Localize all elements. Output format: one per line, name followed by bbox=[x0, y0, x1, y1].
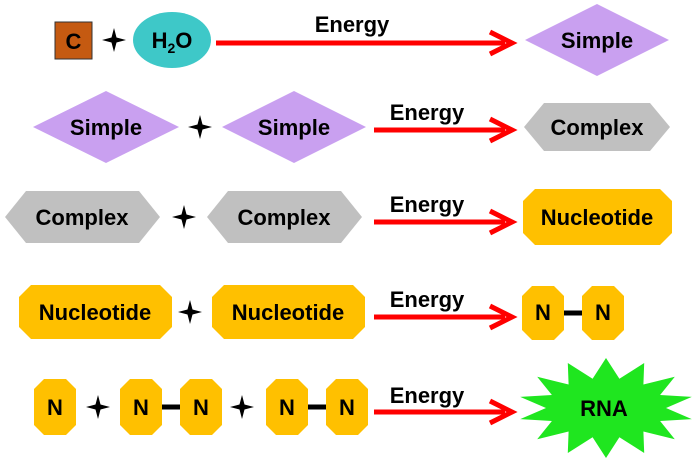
n-octagon bbox=[120, 379, 162, 435]
complex-hexagon bbox=[207, 191, 362, 243]
arrow-head bbox=[488, 398, 518, 426]
energy-label: Energy bbox=[390, 192, 465, 217]
simple-diamond bbox=[33, 91, 179, 163]
n-label: N bbox=[193, 395, 209, 420]
nucleotide-octagon bbox=[523, 189, 672, 245]
row-5: N N N N N Energy RNA bbox=[34, 358, 692, 458]
n-label: N bbox=[595, 300, 611, 325]
row-4: Nucleotide Nucleotide Energy N N bbox=[19, 285, 624, 340]
carbon-box bbox=[54, 21, 93, 60]
plus-icon bbox=[178, 300, 202, 324]
nucleotide-octagon bbox=[212, 285, 365, 339]
n-label: N bbox=[133, 395, 149, 420]
n-octagon bbox=[266, 379, 308, 435]
complex-label: Complex bbox=[36, 205, 130, 230]
plus-icon bbox=[172, 205, 196, 229]
water-label: H2O bbox=[152, 28, 193, 56]
simple-diamond bbox=[222, 91, 366, 163]
complex-label: Complex bbox=[551, 115, 645, 140]
plus-icon bbox=[86, 395, 110, 419]
carbon-label: C bbox=[66, 29, 82, 54]
energy-label: Energy bbox=[390, 100, 465, 125]
rna-starburst bbox=[520, 358, 692, 458]
row-1: C H2O Energy Simple bbox=[54, 4, 669, 76]
n-label: N bbox=[279, 395, 295, 420]
complex-hexagon bbox=[5, 191, 160, 243]
nucleotide-label: Nucleotide bbox=[39, 300, 151, 325]
n-label: N bbox=[535, 300, 551, 325]
plus-icon bbox=[230, 395, 254, 419]
water-subscript: 2 bbox=[167, 40, 175, 56]
simple-diamond bbox=[525, 4, 669, 76]
water-o: O bbox=[175, 28, 192, 53]
nucleotide-label: Nucleotide bbox=[232, 300, 344, 325]
n-octagon bbox=[522, 286, 564, 340]
nucleotide-label: Nucleotide bbox=[541, 205, 653, 230]
energy-label: Energy bbox=[390, 287, 465, 312]
plus-icon bbox=[102, 28, 126, 52]
energy-label: Energy bbox=[315, 12, 390, 37]
n-octagon bbox=[34, 379, 76, 435]
rna-label: RNA bbox=[580, 396, 628, 421]
simple-label: Simple bbox=[561, 28, 633, 53]
simple-label: Simple bbox=[258, 115, 330, 140]
row-3: Complex Complex Energy Nucleotide bbox=[5, 189, 672, 245]
nucleotide-octagon bbox=[19, 285, 172, 339]
energy-label: Energy bbox=[390, 383, 465, 408]
row-2: Simple Simple Energy Complex bbox=[33, 91, 670, 163]
n-octagon bbox=[326, 379, 368, 435]
complex-hexagon bbox=[524, 103, 670, 151]
arrow-head bbox=[488, 303, 518, 331]
n-label: N bbox=[339, 395, 355, 420]
water-ellipse bbox=[133, 12, 211, 68]
simple-label: Simple bbox=[70, 115, 142, 140]
arrow-head bbox=[488, 116, 518, 144]
plus-icon bbox=[188, 115, 212, 139]
water-h: H bbox=[152, 28, 168, 53]
n-octagon bbox=[180, 379, 222, 435]
arrow-head bbox=[488, 208, 518, 236]
complex-label: Complex bbox=[238, 205, 332, 230]
n-label: N bbox=[47, 395, 63, 420]
arrow-head bbox=[488, 29, 518, 57]
n-octagon bbox=[582, 286, 624, 340]
